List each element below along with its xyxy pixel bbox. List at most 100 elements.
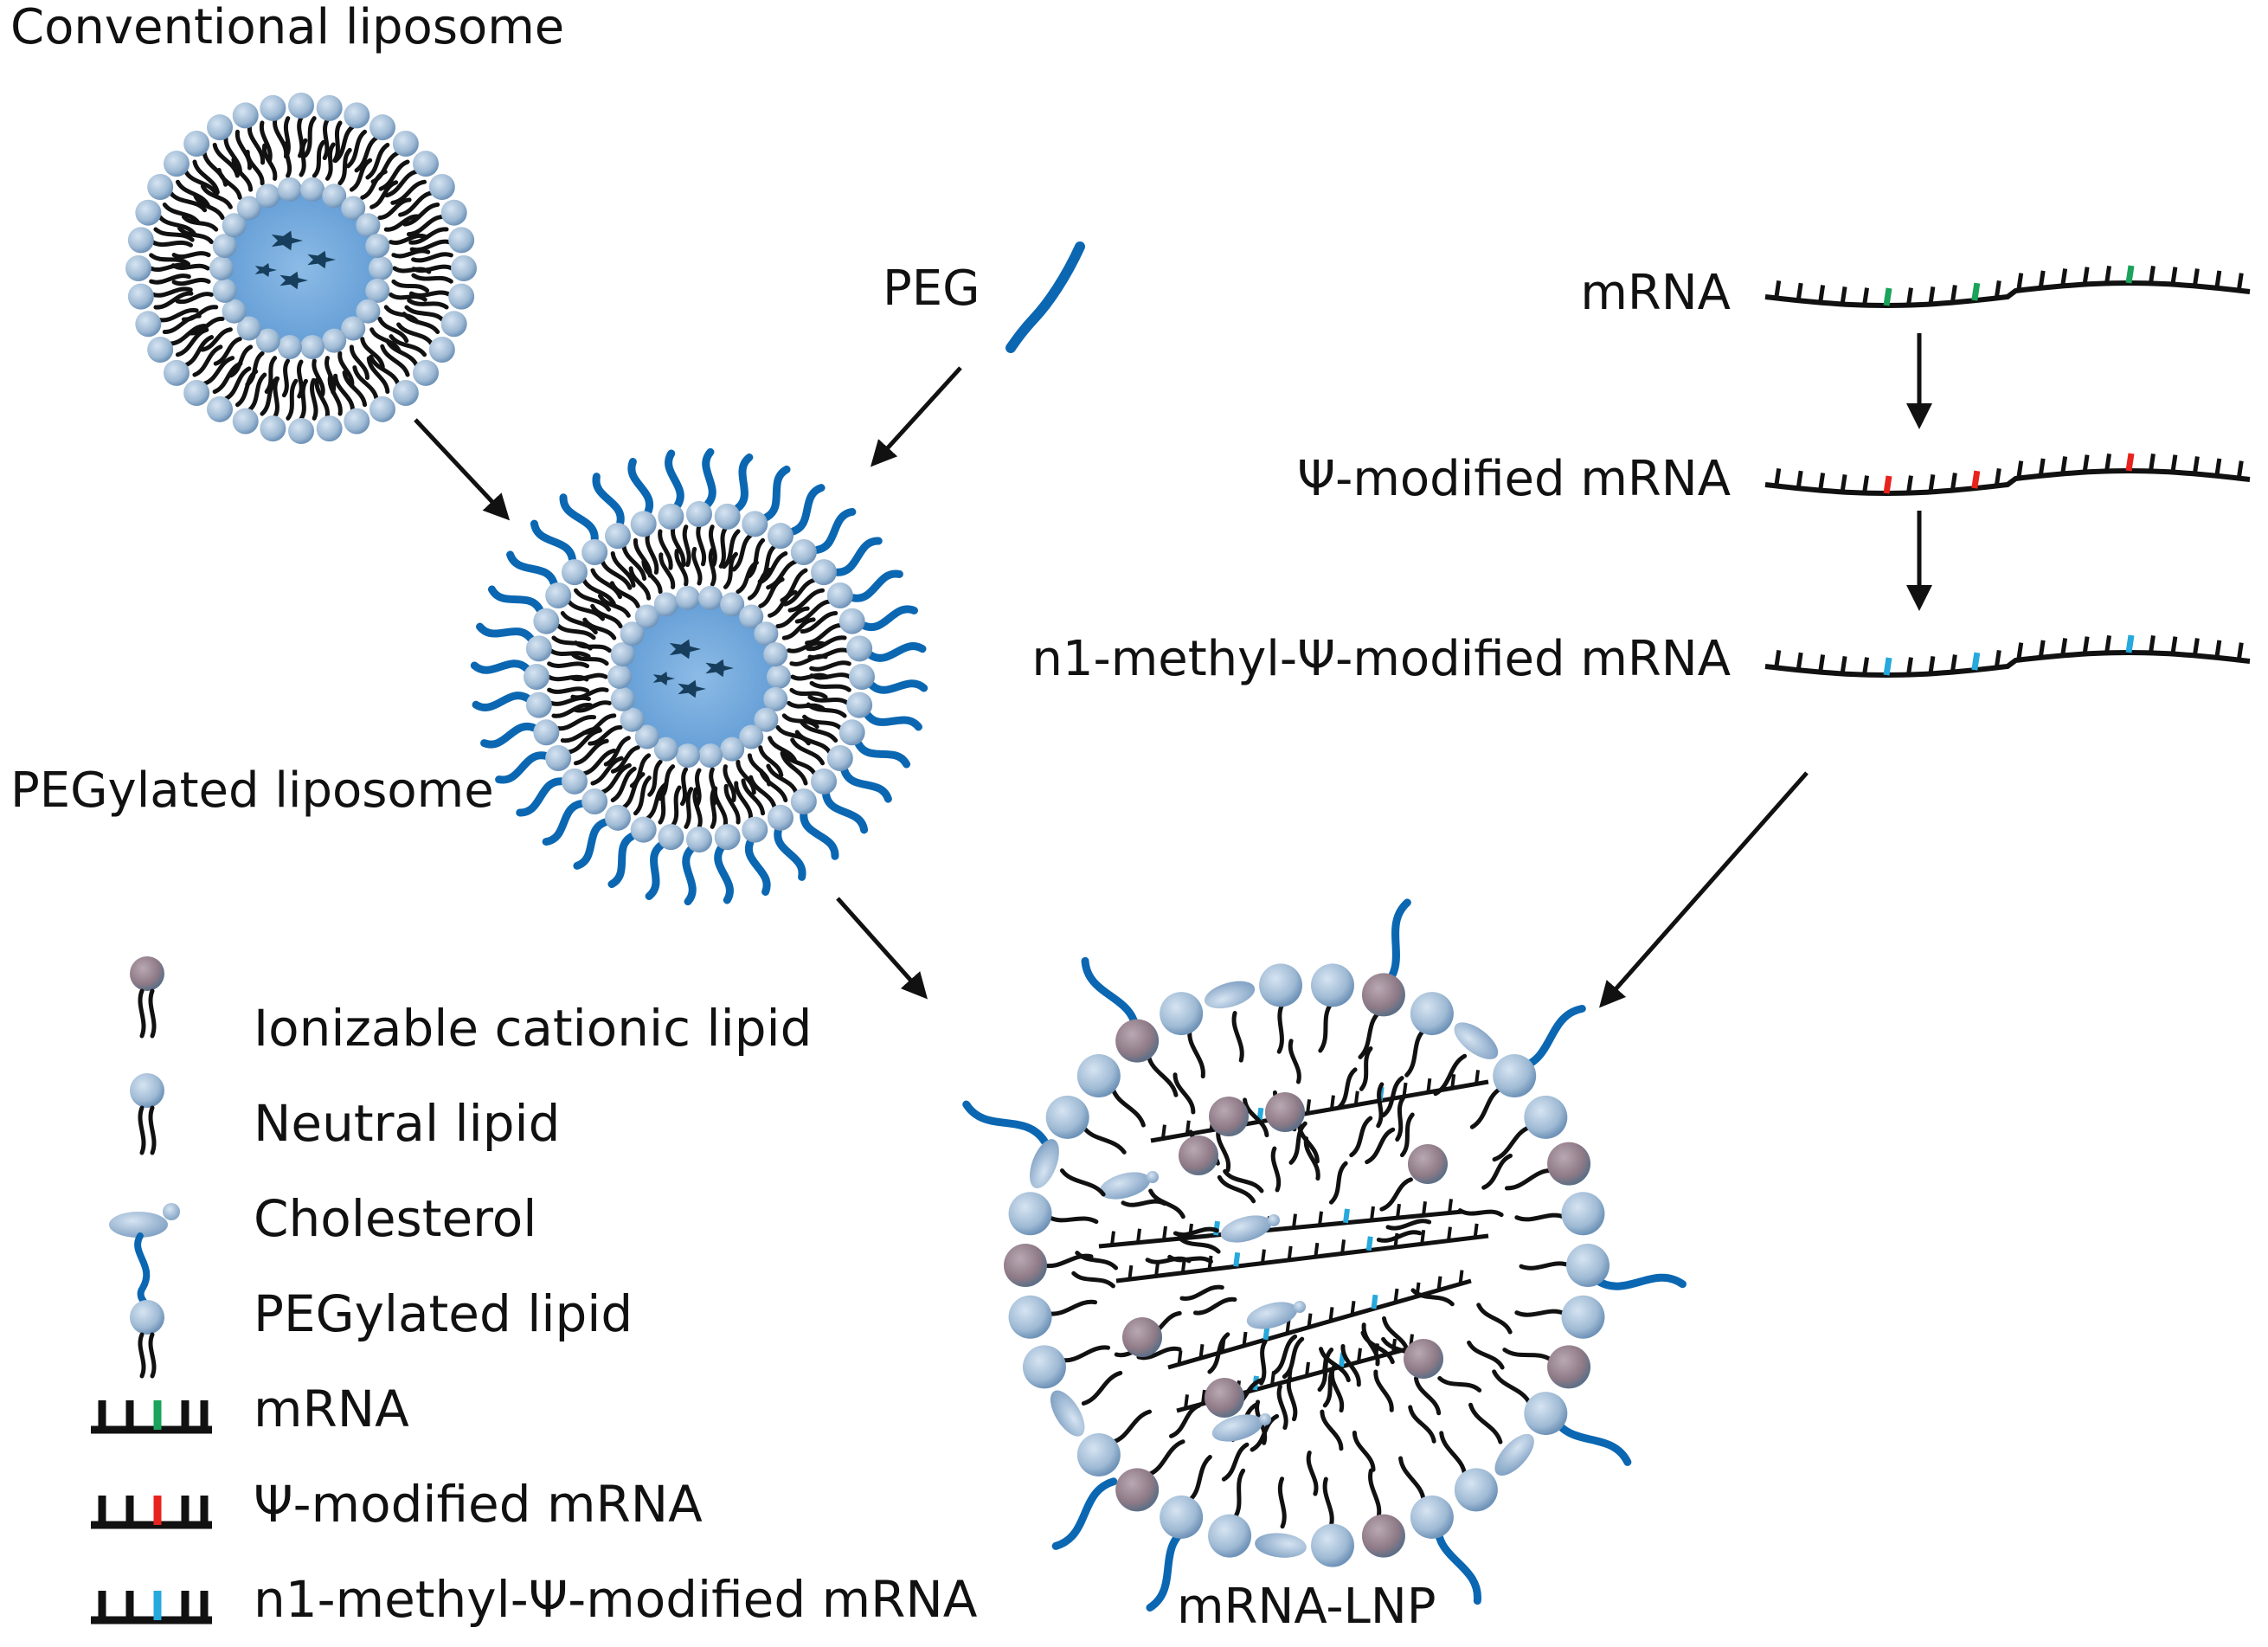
base-tick (1818, 654, 1826, 672)
cationic-lipid-head (1404, 1339, 1443, 1379)
lipid-head (846, 692, 873, 718)
drug-molecule (705, 659, 734, 678)
lipid-tail (349, 158, 373, 192)
lipid-tail (200, 327, 233, 352)
lipid-tail (171, 278, 211, 286)
neutral-lipid-head (1008, 1192, 1052, 1236)
conventional-liposome (125, 93, 477, 444)
base-tick (1994, 468, 2001, 486)
lipid-tail (582, 617, 617, 640)
peg-chain (476, 622, 535, 642)
lipid-tail (696, 524, 707, 567)
lipid-tail (1081, 1124, 1127, 1155)
mrna-backbone (1764, 280, 2251, 309)
base-tick (1318, 1211, 1323, 1226)
mrna-backbone (1764, 467, 2251, 497)
drug-molecule (652, 672, 675, 685)
lipid-tail (377, 197, 412, 221)
lipid-tail (782, 577, 817, 607)
lipid-tail (1277, 1477, 1287, 1529)
lipid-head (686, 827, 712, 852)
lipid-tail (659, 552, 676, 589)
lipid-head (607, 665, 632, 689)
lipid-head (524, 664, 549, 690)
lipid-head (147, 174, 174, 200)
lipid-tail (284, 138, 292, 178)
base-tick (1905, 287, 1913, 306)
neutral-lipid-head (1410, 992, 1454, 1036)
lipid-tail (365, 142, 390, 180)
lipid-tail (1207, 1332, 1230, 1374)
base-tick (1774, 280, 1782, 299)
lipid-head (212, 278, 237, 303)
lipid-head (561, 768, 588, 795)
mrna-icon (91, 1400, 212, 1434)
lipid-tail (377, 316, 409, 344)
cholesterol (1204, 981, 1256, 1009)
peg-chain (864, 711, 922, 731)
drug-molecule (678, 679, 706, 698)
lipid-tail (547, 686, 590, 694)
lipid-head (811, 768, 838, 795)
lipid-tail (1173, 1226, 1219, 1238)
lipid-tail (780, 568, 808, 603)
lipid-head (698, 743, 723, 769)
lipid-tail (149, 253, 190, 267)
neutral-lipid-head (1310, 963, 1354, 1007)
lipid-tail (212, 142, 240, 178)
lipid-tail (202, 356, 235, 386)
lipid-tail (768, 589, 798, 618)
lipid-head (658, 824, 684, 851)
lipid-tail (378, 159, 410, 191)
lipid-tail (1187, 1028, 1205, 1079)
lipid-tail (790, 737, 826, 766)
modified-base (2125, 265, 2135, 284)
lipid-tail (1217, 1174, 1256, 1204)
lipid-tail (175, 292, 214, 305)
neutral-lipid-head (1566, 1244, 1609, 1287)
peg-chain (734, 454, 754, 512)
lipid-tail (366, 356, 390, 395)
lipid-tail (555, 715, 597, 731)
lipid-tail (380, 344, 410, 377)
peg-chain (868, 679, 928, 694)
base-tick (1862, 475, 1870, 493)
lipid-tail (260, 376, 279, 416)
lipid-head (610, 642, 635, 667)
base-tick (2016, 460, 2024, 479)
lipid-tail (138, 1105, 146, 1155)
lipid-tail (1282, 1336, 1305, 1380)
lipid-tail (245, 150, 265, 186)
lipid-tail (264, 356, 278, 395)
pegylated-liposome-label: PEGylated liposome (10, 762, 494, 819)
cationic-lipid-head (1361, 973, 1405, 1017)
base-tick (2016, 273, 2024, 291)
neutral-lipid-head (1160, 1495, 1204, 1539)
cholesterol (1220, 1215, 1272, 1243)
peg-chain (840, 767, 892, 803)
lipid-tail (259, 120, 273, 163)
base-tick (1370, 1206, 1375, 1221)
lipid-tail (181, 215, 219, 232)
modified-base (1371, 1294, 1378, 1309)
drug-molecule (279, 271, 308, 290)
lipid-tail (1223, 1168, 1264, 1193)
modified-base (1971, 652, 1981, 671)
base-tick (2038, 458, 2046, 477)
lipid-tail (1404, 1028, 1426, 1078)
base-tick (1305, 1361, 1310, 1377)
lipid-tail (1232, 1468, 1246, 1520)
lipid-tail (1148, 1188, 1185, 1219)
lipid-tail (369, 354, 401, 386)
lipid-tail (148, 988, 157, 1039)
base-tick (1796, 652, 1803, 671)
lipid-tail (1329, 1367, 1345, 1413)
lipid-tail (747, 567, 772, 601)
neutral-lipid-head (1524, 1095, 1568, 1139)
peg-chain (1514, 1004, 1586, 1072)
lipid-tail (312, 358, 325, 397)
base-tick (1774, 468, 1782, 486)
lipid-tail (153, 291, 194, 310)
lipid-head (581, 538, 608, 565)
lipid-tail (183, 169, 219, 196)
